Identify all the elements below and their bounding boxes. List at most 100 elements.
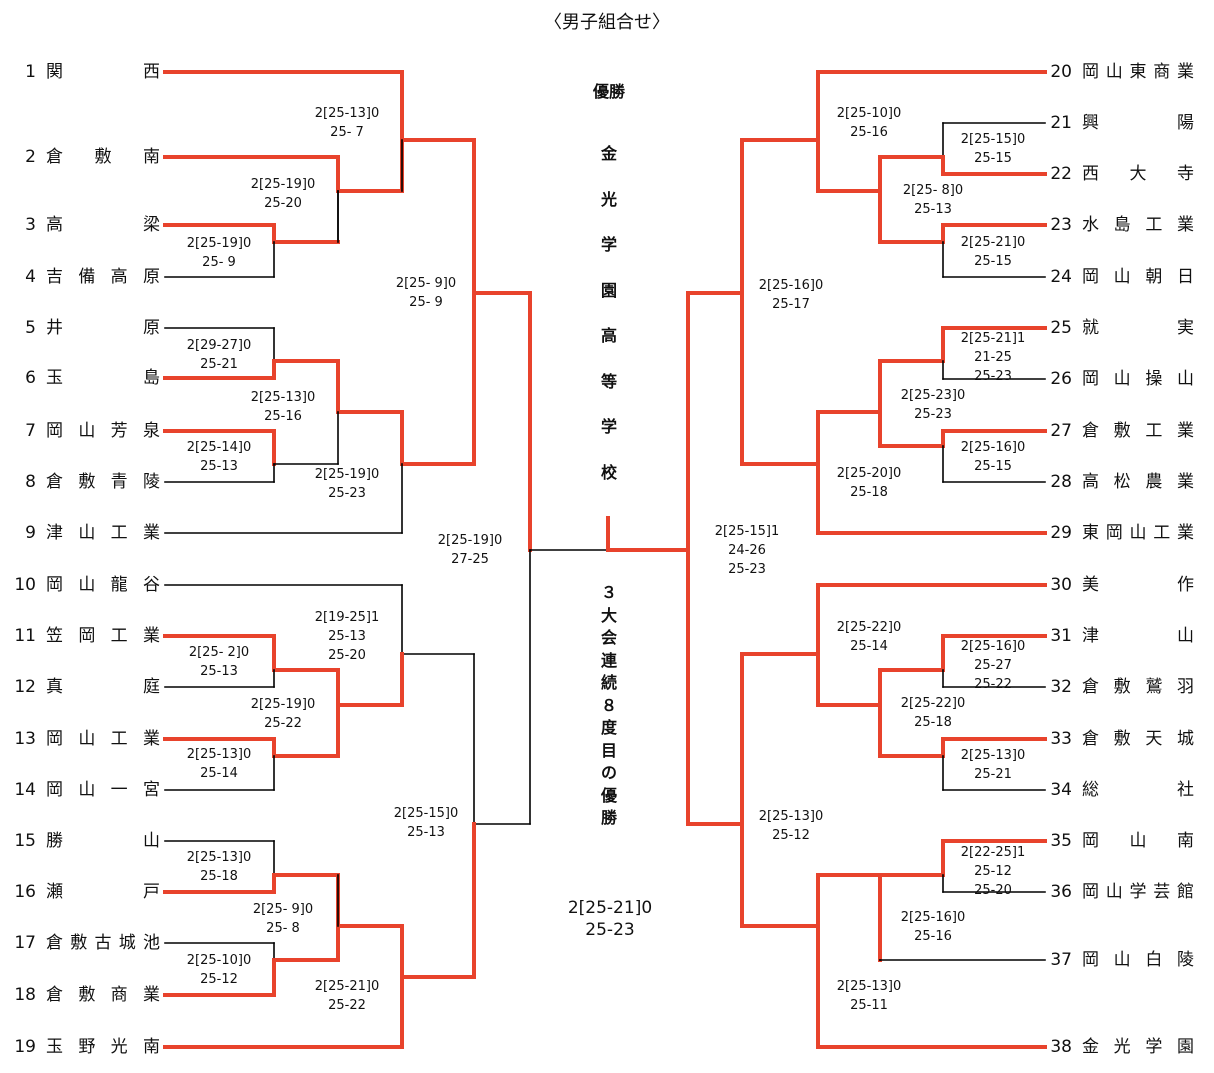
team-name-char: 工 xyxy=(110,729,128,749)
team-name-char: 山 xyxy=(1129,523,1147,543)
team-number: 35 xyxy=(1050,831,1072,851)
team-name-char: 山 xyxy=(78,780,96,800)
team-number: 9 xyxy=(25,523,36,543)
match-score: 2[25-13]0 25-11 xyxy=(836,979,902,1013)
team-name-char: 日 xyxy=(1176,267,1194,287)
team-number: 1 xyxy=(25,62,36,82)
team-name-char: 羽 xyxy=(1176,677,1194,697)
team-name-char: 青 xyxy=(110,472,128,492)
team-name-char: 倉 xyxy=(46,985,63,1005)
team-number: 34 xyxy=(1050,780,1072,800)
team-number: 23 xyxy=(1050,215,1072,235)
team-name-char: 岡 xyxy=(1082,267,1099,287)
match-score: 2[25-13]0 25-14 xyxy=(186,747,252,781)
match-score: 2[25-15]0 25-13 xyxy=(393,806,459,840)
team-name: 倉敷南 xyxy=(46,145,160,169)
team-name-char: 南 xyxy=(142,1037,160,1057)
match-score: 2[25-15]1 24-26 25-23 xyxy=(714,524,780,577)
team-name: 岡山白陵 xyxy=(1082,948,1194,972)
champion-name: 金光学園高等学校 xyxy=(597,131,621,495)
team-name-char: 岡 xyxy=(1082,369,1099,389)
vertical-char: 大 xyxy=(600,605,617,625)
team-name-char: 古 xyxy=(94,933,112,953)
team-name: 倉敷鷲羽 xyxy=(1082,675,1194,699)
team-name-char: 工 xyxy=(110,626,128,646)
team-name-char: 業 xyxy=(1176,421,1194,441)
match-score: 2[25- 9]0 25- 9 xyxy=(395,276,457,310)
team-name-char: 山 xyxy=(1105,62,1123,82)
match-score: 2[25-13]0 25-21 xyxy=(960,748,1026,782)
team-name-char: 寺 xyxy=(1177,164,1194,184)
team-name-char: 梁 xyxy=(143,215,160,235)
team-name-char: 業 xyxy=(142,729,160,749)
team-name-char: 真 xyxy=(46,677,63,697)
team-row: 31 津 山 xyxy=(1048,624,1208,648)
team-name: 高松農業 xyxy=(1082,470,1194,494)
team-name-char: 西 xyxy=(1082,164,1099,184)
team-name-char: 業 xyxy=(1177,523,1194,543)
team-name-char: 光 xyxy=(110,1037,128,1057)
team-number: 38 xyxy=(1050,1037,1072,1057)
team-name-char: 天 xyxy=(1145,729,1163,749)
team-name-char: 泉 xyxy=(142,421,160,441)
team-name-char: 園 xyxy=(1176,1037,1194,1057)
team-name-char: 岡 xyxy=(1082,882,1099,902)
team-name-char: 敷 xyxy=(1113,677,1131,697)
team-name-char: 実 xyxy=(1177,318,1194,338)
team-number: 27 xyxy=(1050,421,1072,441)
vertical-char: 等 xyxy=(600,371,617,391)
match-score: 2[25-19]0 25-22 xyxy=(250,697,316,731)
team-name-char: 敷 xyxy=(70,933,88,953)
team-name-char: 城 xyxy=(1176,729,1194,749)
team-name-char: 商 xyxy=(110,985,128,1005)
team-name: 倉敷天城 xyxy=(1082,727,1194,751)
team-name-char: 工 xyxy=(1145,421,1163,441)
team-name-char: 学 xyxy=(1145,1037,1163,1057)
team-number: 21 xyxy=(1050,113,1072,133)
team-name: 岡山南 xyxy=(1082,829,1194,853)
team-name-char: 陽 xyxy=(1177,113,1194,133)
team-name: 総社 xyxy=(1082,778,1194,802)
team-name-char: 戸 xyxy=(143,882,160,902)
team-number: 31 xyxy=(1050,626,1072,646)
team-number: 22 xyxy=(1050,164,1072,184)
team-name-char: 山 xyxy=(78,523,96,543)
team-name: 笠岡工業 xyxy=(46,624,160,648)
team-name: 西大寺 xyxy=(1082,162,1194,186)
team-name: 興陽 xyxy=(1082,111,1194,135)
team-name-char: 学 xyxy=(1129,882,1147,902)
team-name-char: 鷲 xyxy=(1145,677,1163,697)
team-name-char: 津 xyxy=(1082,626,1099,646)
team-name-char: 大 xyxy=(1129,164,1147,184)
team-name-char: 総 xyxy=(1082,780,1099,800)
team-name-char: 宮 xyxy=(142,780,160,800)
team-name-char: 敷 xyxy=(78,985,96,1005)
match-score: 2[25-19]0 27-25 xyxy=(437,533,503,567)
team-name-char: 陵 xyxy=(142,472,160,492)
match-score: 2[25-16]0 25-17 xyxy=(758,278,824,312)
team-name-char: 業 xyxy=(142,985,160,1005)
team-name: 勝山 xyxy=(46,829,160,853)
team-name-char: 松 xyxy=(1113,472,1131,492)
team-name-char: 光 xyxy=(1113,1037,1131,1057)
match-score: 2[19-25]1 25-13 25-20 xyxy=(314,610,380,663)
team-name-char: 庭 xyxy=(143,677,160,697)
team-name-char: 山 xyxy=(1177,626,1194,646)
team-name-char: 龍 xyxy=(110,575,128,595)
team-name: 関西 xyxy=(46,60,160,84)
team-name-char: 白 xyxy=(1145,950,1163,970)
vertical-char: ８ xyxy=(600,695,617,715)
team-name: 吉備高原 xyxy=(46,265,160,289)
team-name: 倉敷古城池 xyxy=(46,931,160,955)
team-name-char: 高 xyxy=(46,215,63,235)
team-name-char: 芸 xyxy=(1153,882,1171,902)
